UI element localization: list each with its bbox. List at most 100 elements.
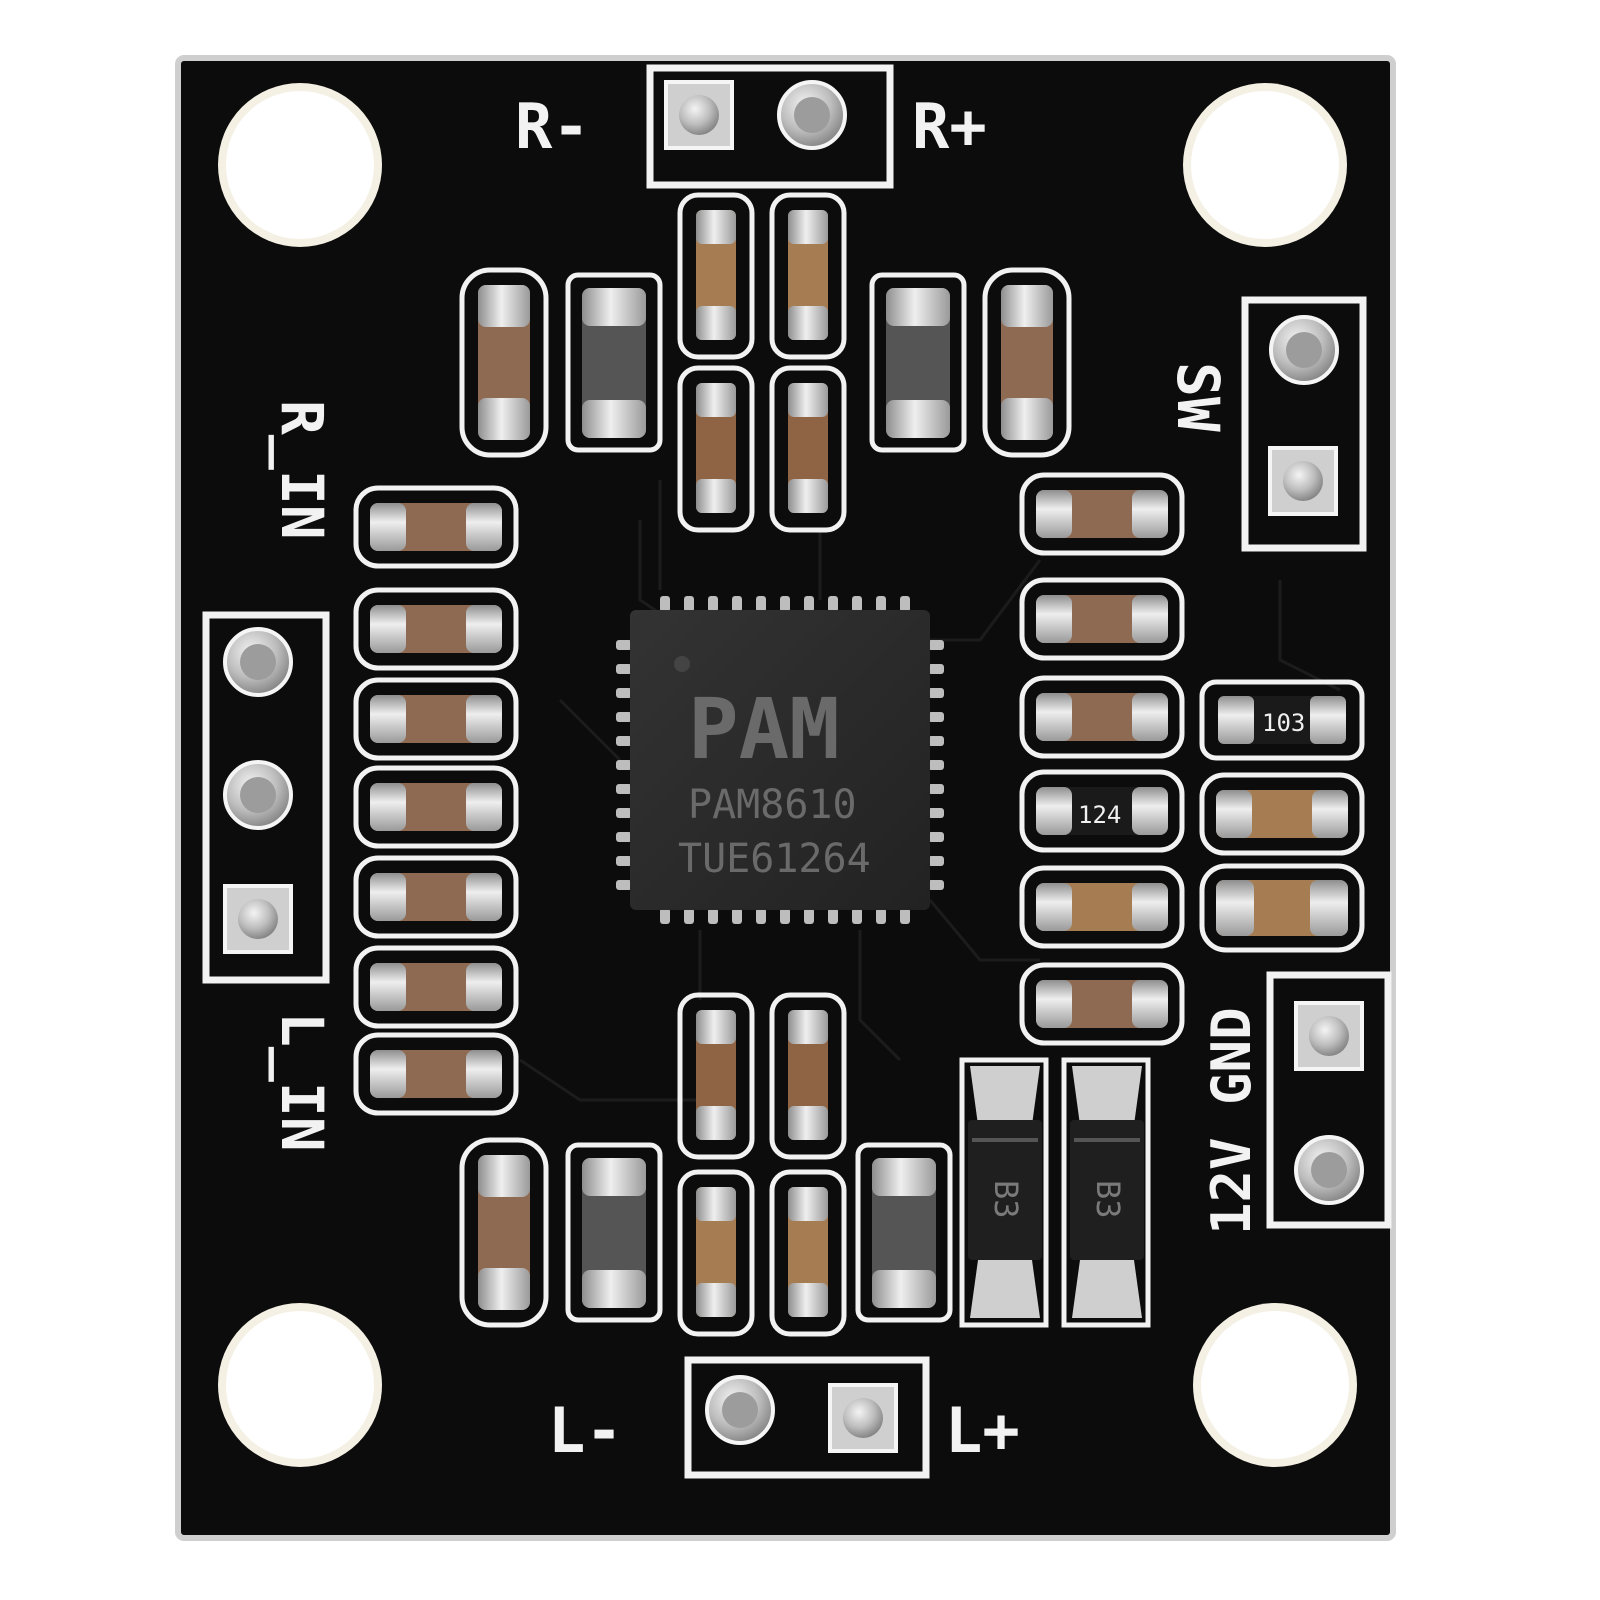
pcb-traces: [519, 480, 1341, 1102]
smd-capacitor-large: [459, 1137, 549, 1328]
smd-capacitor: [677, 1169, 755, 1337]
connector-outlines: [202, 64, 1392, 1479]
smd-capacitor: [769, 992, 847, 1160]
ic-pin: [616, 640, 632, 650]
ic-pin: [928, 664, 944, 674]
smd-capacitor: [677, 365, 755, 533]
smd-inductor: [869, 272, 967, 453]
ic-pin: [928, 688, 944, 698]
ic-pin: [928, 832, 944, 842]
silkscreen-labels: R- R+ L- L+ R_IN L_IN SW 12V GND: [268, 90, 1263, 1467]
ic-pin: [852, 908, 862, 924]
ic-pin: [780, 908, 790, 924]
diode-mark: B3: [987, 1180, 1025, 1219]
right-capacitor-column: 124: [1019, 472, 1185, 1046]
mounting-holes: [218, 83, 1357, 1467]
top-large-components: [459, 267, 1072, 458]
smd-capacitor: [353, 765, 519, 849]
bottom-large-components: [459, 1137, 953, 1328]
label-l-minus: L-: [548, 1394, 623, 1467]
smd-capacitor-large: [982, 267, 1072, 458]
smd-capacitor: [769, 192, 847, 360]
ic-pin: [616, 784, 632, 794]
smd-resistor: 124: [1019, 769, 1185, 853]
bottom-small-capacitors: [677, 992, 847, 1337]
label-r-in: R_IN: [268, 400, 336, 540]
label-l-in: L_IN: [268, 1012, 336, 1152]
ic-pin: [732, 908, 742, 924]
smd-capacitor: [677, 192, 755, 360]
smd-inductor: [565, 1142, 663, 1323]
smd-capacitor: [1019, 865, 1185, 949]
smd-resistor: 103: [1199, 679, 1365, 761]
diode: B3: [1061, 1057, 1151, 1328]
smd-capacitor: [353, 855, 519, 939]
top-small-capacitors: [677, 192, 847, 533]
chip-lot-code: TUE61264: [678, 836, 871, 882]
ic-pin: [780, 596, 790, 612]
ic-pin: [928, 808, 944, 818]
ic-pin: [756, 596, 766, 612]
smd-capacitor: [769, 365, 847, 533]
left-capacitor-column: [353, 485, 519, 1116]
ic-pin: [928, 712, 944, 722]
amplifier-ic: PAM PAM8610 TUE61264: [616, 596, 944, 924]
diode-mark: B3: [1089, 1180, 1127, 1219]
ic-pin: [900, 908, 910, 924]
ic-pin: [804, 596, 814, 612]
smd-capacitor: [353, 945, 519, 1029]
smd-inductor: [855, 1142, 953, 1323]
right-outer-components: 103: [1199, 679, 1365, 953]
ic-pin: [900, 596, 910, 612]
smd-capacitor: [677, 992, 755, 1160]
ic-pin: [828, 596, 838, 612]
ic-pin: [708, 908, 718, 924]
ic-pin: [876, 908, 886, 924]
ic-pin: [660, 908, 670, 924]
schottky-diodes: B3 B3: [959, 1057, 1151, 1328]
ic-pin: [828, 908, 838, 924]
ic-pin: [852, 596, 862, 612]
ic-pin: [928, 760, 944, 770]
ic-pin: [928, 784, 944, 794]
ic-pin: [616, 712, 632, 722]
ic-pin: [756, 908, 766, 924]
smd-capacitor-large: [459, 267, 549, 458]
chip-logo: PAM: [688, 680, 840, 778]
smd-capacitor: [1199, 772, 1365, 856]
ic-pin: [876, 596, 886, 612]
smd-capacitor-large: [1199, 863, 1365, 953]
ic-pin: [616, 688, 632, 698]
chip-part-number: PAM8610: [688, 782, 857, 828]
ic-pin: [928, 640, 944, 650]
label-r-plus: R+: [912, 90, 987, 163]
smd-capacitor: [1019, 472, 1185, 556]
ic-pin: [616, 664, 632, 674]
label-sw: SW: [1164, 362, 1232, 432]
smd-capacitor: [353, 1032, 519, 1116]
label-r-minus: R-: [515, 90, 590, 163]
ic-pin: [660, 596, 670, 612]
diode: B3: [959, 1057, 1049, 1328]
smd-capacitor: [769, 1169, 847, 1337]
ic-pin: [616, 856, 632, 866]
smd-capacitor: [1019, 962, 1185, 1046]
ic-pin: [616, 808, 632, 818]
ic-pin: [616, 760, 632, 770]
label-power: 12V GND: [1200, 1007, 1263, 1235]
resistor-code-103: 103: [1262, 709, 1305, 737]
smd-capacitor: [353, 677, 519, 761]
smd-capacitor: [1019, 675, 1185, 759]
resistor-code-124: 124: [1078, 801, 1121, 829]
ic-pin: [684, 908, 694, 924]
ic-pin: [616, 880, 632, 890]
ic-pin: [928, 856, 944, 866]
ic-pin: [928, 880, 944, 890]
ic-pin: [804, 908, 814, 924]
smd-capacitor: [353, 485, 519, 569]
ic-pin: [616, 832, 632, 842]
smd-capacitor: [353, 587, 519, 671]
ic-pin: [928, 736, 944, 746]
